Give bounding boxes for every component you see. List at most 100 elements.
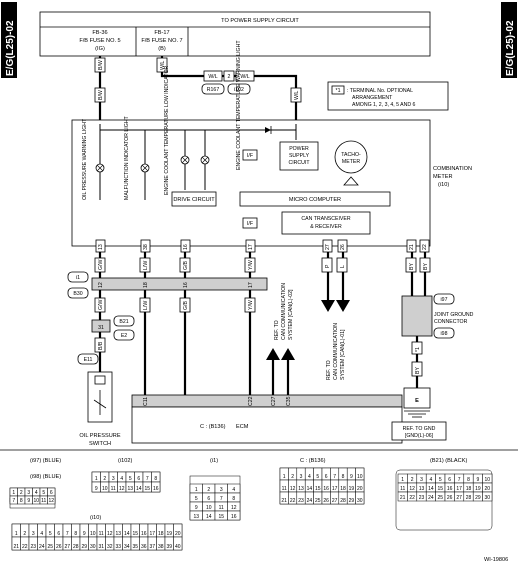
legend-mark: *1: [336, 88, 341, 94]
connector-pin-number: 7: [12, 498, 15, 504]
i1-pin-17: 17: [248, 282, 254, 288]
legend-text-1: : TERMINAL No. OPTIONAL: [347, 88, 413, 94]
connector-pin-number: 15: [132, 531, 138, 537]
i1-pin-12: 12: [98, 282, 104, 288]
connector-pin-number: 5: [129, 476, 132, 482]
wire-yw-2: Y/W: [248, 300, 254, 310]
connector-pin-number: 9: [83, 531, 86, 537]
connector-pin-number: 12: [107, 531, 113, 537]
connector-pin-number: 16: [153, 486, 159, 492]
connector-pin-number: 1: [15, 531, 18, 537]
i102-title: (i102): [118, 458, 132, 464]
connector-pin-number: 9: [350, 474, 353, 480]
pin-13: 13: [98, 244, 104, 250]
side-label-right: E/G(L25)-02: [505, 20, 516, 76]
connector-pin-number: 15: [315, 486, 321, 492]
lamp-temp-hi-label: ENGINE COOLANT TEMPERATURE WARNING LIGHT: [236, 40, 242, 170]
connector-cell: [482, 491, 493, 502]
connector-cell: [151, 481, 161, 493]
connector-pin-number: 5: [439, 477, 442, 483]
connector-pin-number: 33: [115, 544, 121, 550]
connector-pin-number: 34: [124, 544, 130, 550]
wire-color-wl-2: W/L: [208, 74, 217, 80]
fuse2-line2: F/B FUSE NO. 7: [141, 38, 182, 44]
connector-pin-number: 12: [231, 505, 237, 511]
connector-pin-number: 28: [466, 495, 472, 501]
connector-pin-number: 11: [111, 486, 116, 492]
side-label-left: E/G(L25)-02: [5, 20, 16, 76]
connector-pin-number: 1: [95, 476, 98, 482]
conn-b21: B21: [119, 319, 128, 325]
legend-text-3: AMONG 1, 2, 3, 4, 5 AND 6: [352, 102, 416, 108]
ecm-label: ECM: [236, 424, 249, 430]
connector-pin-number: 16: [141, 531, 147, 537]
connector-pin-number: 4: [120, 476, 123, 482]
connector-pin-number: 30: [485, 495, 491, 501]
diode-icon: [265, 127, 271, 133]
connector-pin-number: 6: [50, 490, 53, 496]
ref2-l3: SYSTEM [CAN(L)-01]: [340, 329, 346, 380]
connector-pin-number: 3: [300, 474, 303, 480]
power-supply-label: TO POWER SUPPLY CIRCUIT: [221, 18, 299, 24]
if-label-2: I/F: [247, 221, 253, 227]
conn-i1: i1: [76, 275, 80, 281]
pin-16: 16: [183, 244, 189, 250]
wire-color-bw-1: B/W: [98, 60, 104, 70]
conn-i98: i98: [441, 331, 448, 337]
b21-pin-31: 31: [98, 325, 104, 331]
connector-pin-number: 39: [166, 544, 172, 550]
wire-color-bw-2: B/W: [98, 90, 104, 100]
connector-pin-number: 4: [232, 487, 235, 493]
connector-pin-number: 8: [154, 476, 157, 482]
connector-pin-number: 1: [283, 474, 286, 480]
connector-pin-number: 8: [232, 496, 235, 502]
i1-title: (i1): [210, 458, 218, 464]
connector-pin-number: 4: [40, 531, 43, 537]
connector-pin-number: 19: [475, 486, 481, 492]
connector-pin-number: 1: [401, 477, 404, 483]
ecm-pin-c11: C11: [143, 397, 149, 406]
connector-pin-number: 30: [90, 544, 96, 550]
wire-color-wl-3: W/L: [240, 74, 249, 80]
power-circuit-l1: POWER: [289, 146, 309, 152]
ref1-l3: SYSTEM [CAN(L)-02]: [288, 289, 294, 340]
connector-pin-number: 2: [291, 474, 294, 480]
connector-pin-number: 5: [49, 531, 52, 537]
connector-pin-number: 21: [13, 544, 19, 550]
i97-title: (i97) (BLUE): [30, 458, 61, 464]
connector-pin-number: 26: [56, 544, 62, 550]
power-circuit-l2: SUPPLY: [289, 153, 310, 159]
wire-lw-1: L/W: [143, 261, 149, 270]
connector-pin-number: 2: [411, 477, 414, 483]
pin-21: 21: [409, 244, 415, 250]
figure-id: WI-19806: [484, 557, 508, 563]
wire-l-1: L: [340, 265, 346, 268]
wire-by-1: BY: [409, 263, 415, 270]
connector-pin-number: 23: [298, 498, 304, 504]
fuse1-line2: F/B FUSE NO. 5: [79, 38, 120, 44]
pin-38: 38: [143, 244, 149, 250]
connector-pin-number: 3: [420, 477, 423, 483]
meter-conn: (i10): [438, 182, 449, 188]
connector-pin-number: 9: [27, 498, 30, 504]
lamp-temp-hi: [200, 155, 210, 165]
conn-b30: B30: [73, 291, 82, 297]
wire-color-wl-1: W/L: [160, 61, 166, 70]
connector-pin-number: 37: [149, 544, 155, 550]
oil-switch-l2: SWITCH: [89, 441, 111, 447]
connector-pin-number: 12: [290, 486, 296, 492]
connector-pin-number: 9: [95, 486, 98, 492]
joint-ground-l1: JOINT GROUND: [434, 312, 474, 318]
connector-pin-number: 6: [448, 477, 451, 483]
pin-26: 26: [340, 244, 346, 250]
connector-pin-number: 25: [47, 544, 53, 550]
connector-pin-number: 11: [99, 531, 104, 537]
gnd-ref-l2: [GND(L)-06]: [405, 433, 434, 439]
connector-pin-number: 24: [39, 544, 45, 550]
ecm-conn: C : (B136): [200, 424, 226, 430]
connector-pin-number: 2: [23, 531, 26, 537]
connector-pin-number: 4: [308, 474, 311, 480]
connector-pin-number: 13: [298, 486, 304, 492]
b21-title: (B21) (BLACK): [430, 458, 467, 464]
